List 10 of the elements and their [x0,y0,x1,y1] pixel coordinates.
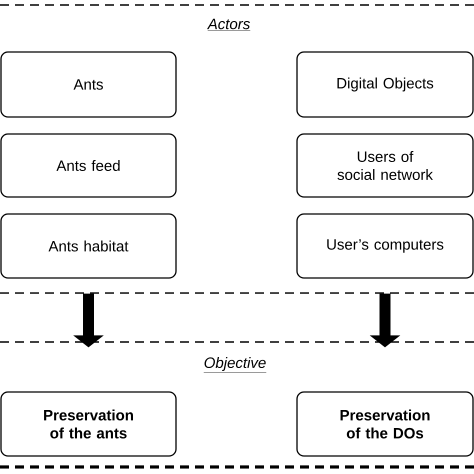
process-box: Ants [0,51,177,118]
process-box: Ants feed [0,133,177,198]
process-box: User’s computers [296,213,474,279]
process-box: Preservation of the DOs [296,391,474,457]
process-box: Preservation of the ants [0,391,177,457]
process-box: Digital Objects [296,51,474,118]
section-heading: Objective [204,357,266,373]
process-box: Ants habitat [0,213,177,279]
section-heading: Actors [207,18,250,31]
process-box: Users of social network [296,133,474,198]
